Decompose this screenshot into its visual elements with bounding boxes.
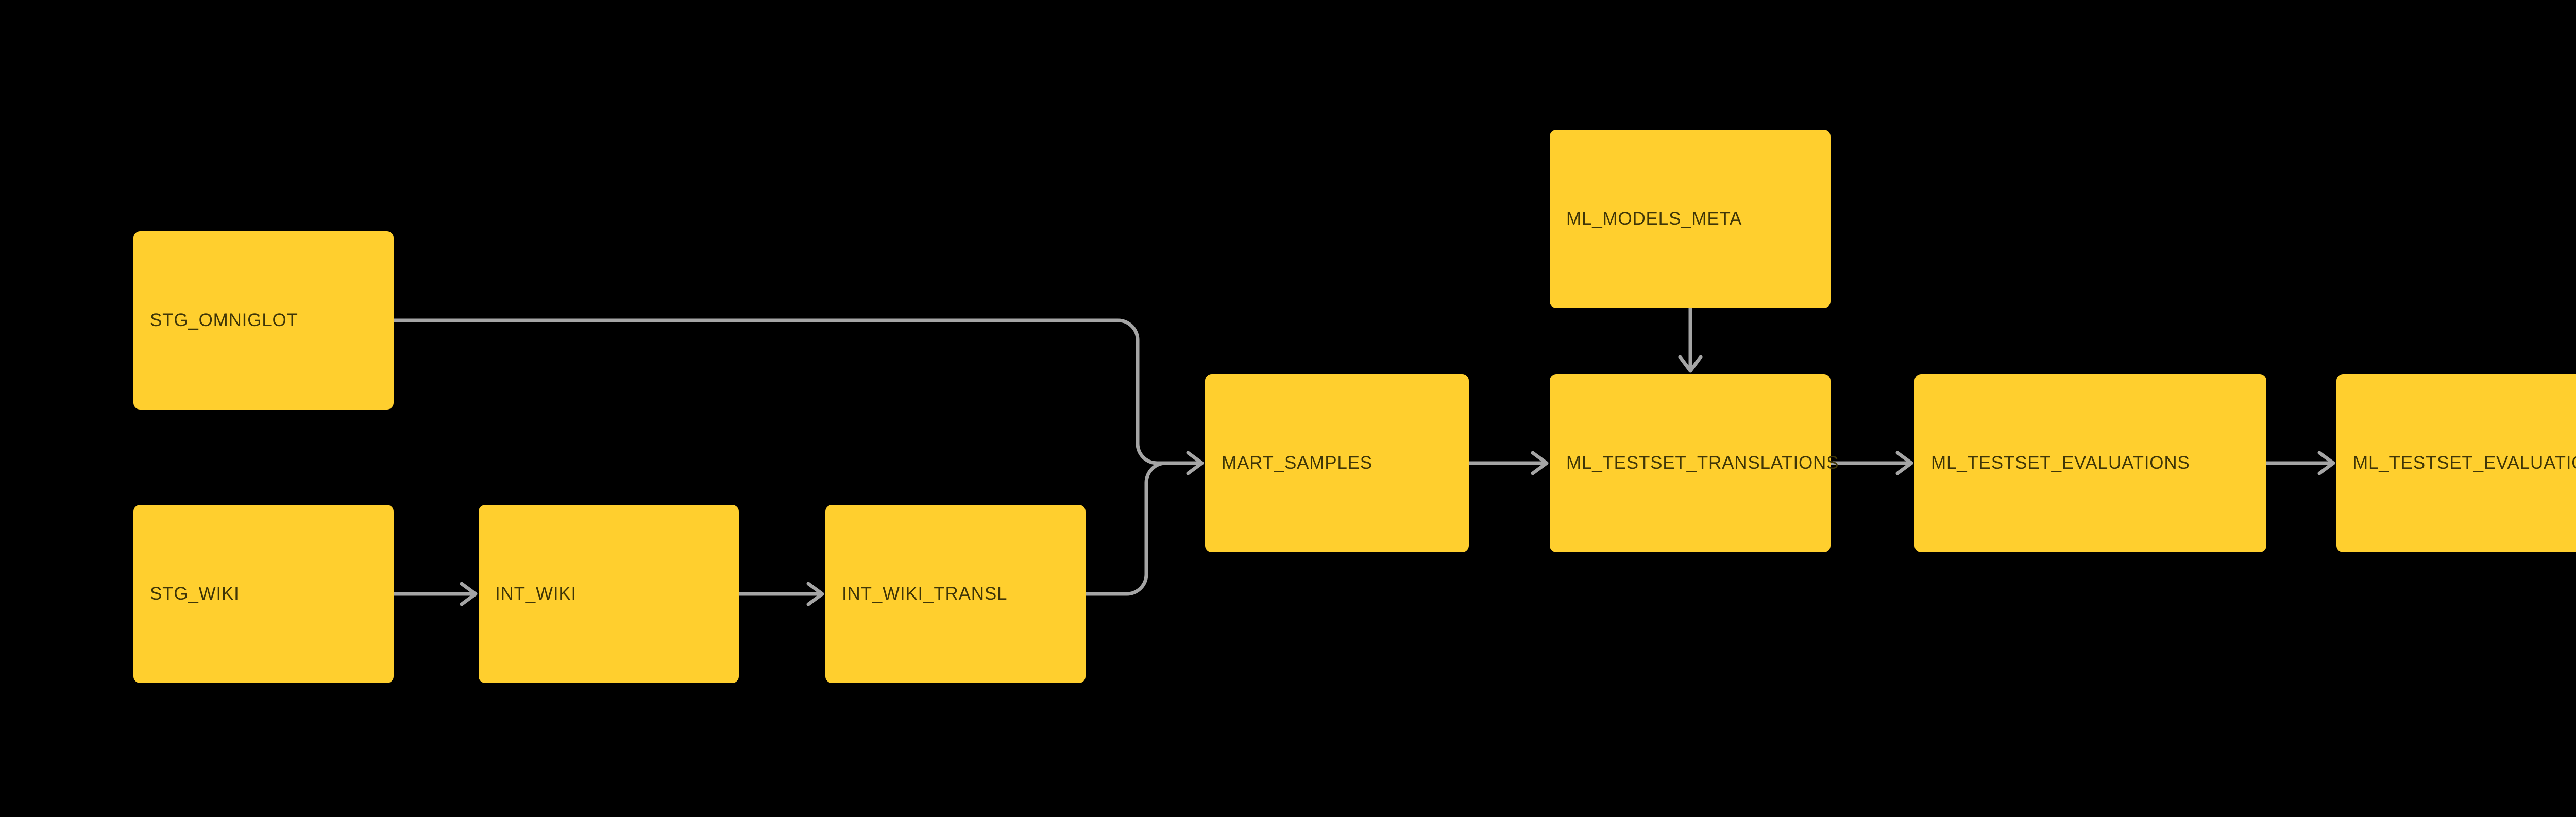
node-ml-models-meta[interactable]: ML_MODELS_META: [1550, 130, 1831, 308]
node-ml-testset-translations[interactable]: ML_TESTSET_TRANSLATIONS: [1550, 374, 1838, 552]
arrowhead-icon-ml-models-meta-to-ml-testset-translations: [1678, 355, 1703, 373]
edge-stg-omniglot-to-mart-samples: [392, 318, 1201, 465]
node-label-ml-testset-evaluations: ML_TESTSET_EVALUATIONS: [1931, 453, 2190, 473]
node-stg-omniglot[interactable]: STG_OMNIGLOT: [133, 231, 394, 410]
arrowhead-icon-stg-wiki-to-int-wiki: [460, 582, 478, 606]
node-mart-samples[interactable]: MART_SAMPLES: [1205, 374, 1469, 552]
node-label-int-wiki: INT_WIKI: [495, 584, 577, 604]
node-label-ml-testset-translations: ML_TESTSET_TRANSLATIONS: [1566, 453, 1839, 473]
node-ml-testset-evaluations[interactable]: ML_TESTSET_EVALUATIONS: [1914, 374, 2266, 552]
node-label-mart-samples: MART_SAMPLES: [1222, 453, 1372, 473]
node-label-ml-models-meta: ML_MODELS_META: [1566, 209, 1742, 229]
edge-int-wiki-transl-to-mart-samples: [1083, 461, 1201, 596]
arrowhead-icon-int-wiki-transl-to-mart-samples: [1186, 451, 1204, 475]
arrowhead-icon-int-wiki-to-int-wiki-transl: [806, 582, 824, 606]
node-label-stg-omniglot: STG_OMNIGLOT: [150, 310, 298, 330]
arrowhead-icon-ml-testset-translations-to-ml-testset-evaluations: [1895, 451, 1913, 475]
node-label-stg-wiki: STG_WIKI: [150, 584, 240, 604]
node-label-ml-testset-evaluations-averages: ML_TESTSET_EVALUATIONS_AVERAGES: [2353, 453, 2576, 473]
node-ml-testset-evaluations-averages[interactable]: ML_TESTSET_EVALUATIONS_AVERAGES: [2336, 374, 2576, 552]
node-int-wiki-transl[interactable]: INT_WIKI_TRANSL: [825, 505, 1086, 683]
node-stg-wiki[interactable]: STG_WIKI: [133, 505, 394, 683]
arrowhead-icon-mart-samples-to-ml-testset-translations: [1531, 451, 1549, 475]
node-label-int-wiki-transl: INT_WIKI_TRANSL: [842, 584, 1008, 604]
node-int-wiki[interactable]: INT_WIKI: [479, 505, 739, 683]
arrowhead-icon-ml-testset-evaluations-to-ml-testset-evaluations-averages: [2317, 451, 2335, 475]
